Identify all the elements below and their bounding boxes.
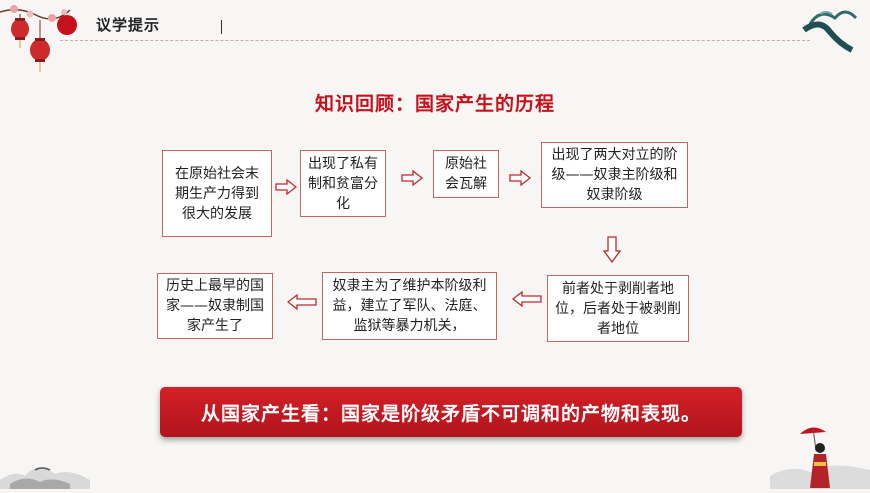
page-title: 知识回顾：国家产生的历程 (314, 93, 555, 115)
flow-step-5: 前者处于剥削者地位，后者处于被剥削者地位 (547, 275, 689, 342)
wave-decoration-icon (790, 4, 870, 54)
lantern-icon (0, 0, 80, 80)
umbrella-figure-icon (770, 420, 870, 489)
flow-step-6: 奴隶主为了维护本阶级利益，建立了军队、法庭、监狱等暴力机关， (322, 272, 497, 340)
arrow-right-icon (275, 179, 297, 195)
mountain-decoration-icon (0, 440, 90, 489)
header-title: 议学提示 (96, 16, 161, 34)
flow-step-3: 原始社会瓦解 (433, 150, 499, 198)
flow-step-4: 出现了两大对立的阶级——奴隶主阶级和奴隶阶级 (541, 142, 688, 208)
flow-step-2: 出现了私有制和贫富分化 (300, 150, 386, 217)
header-divider (221, 20, 222, 34)
plum-blossom-icon (56, 14, 78, 36)
header-dashed-line (60, 40, 810, 41)
conclusion-banner: 从国家产生看：国家是阶级矛盾不可调和的产物和表现。 (160, 387, 742, 437)
arrow-right-icon (401, 170, 423, 186)
arrow-left-icon (512, 291, 542, 307)
arrow-right-icon (509, 170, 531, 186)
arrow-down-icon (603, 236, 621, 263)
flow-step-1: 在原始社会末期生产力得到很大的发展 (162, 150, 272, 237)
arrow-left-icon (287, 294, 317, 310)
flow-step-7: 历史上最早的国家——奴隶制国家产生了 (157, 273, 273, 339)
